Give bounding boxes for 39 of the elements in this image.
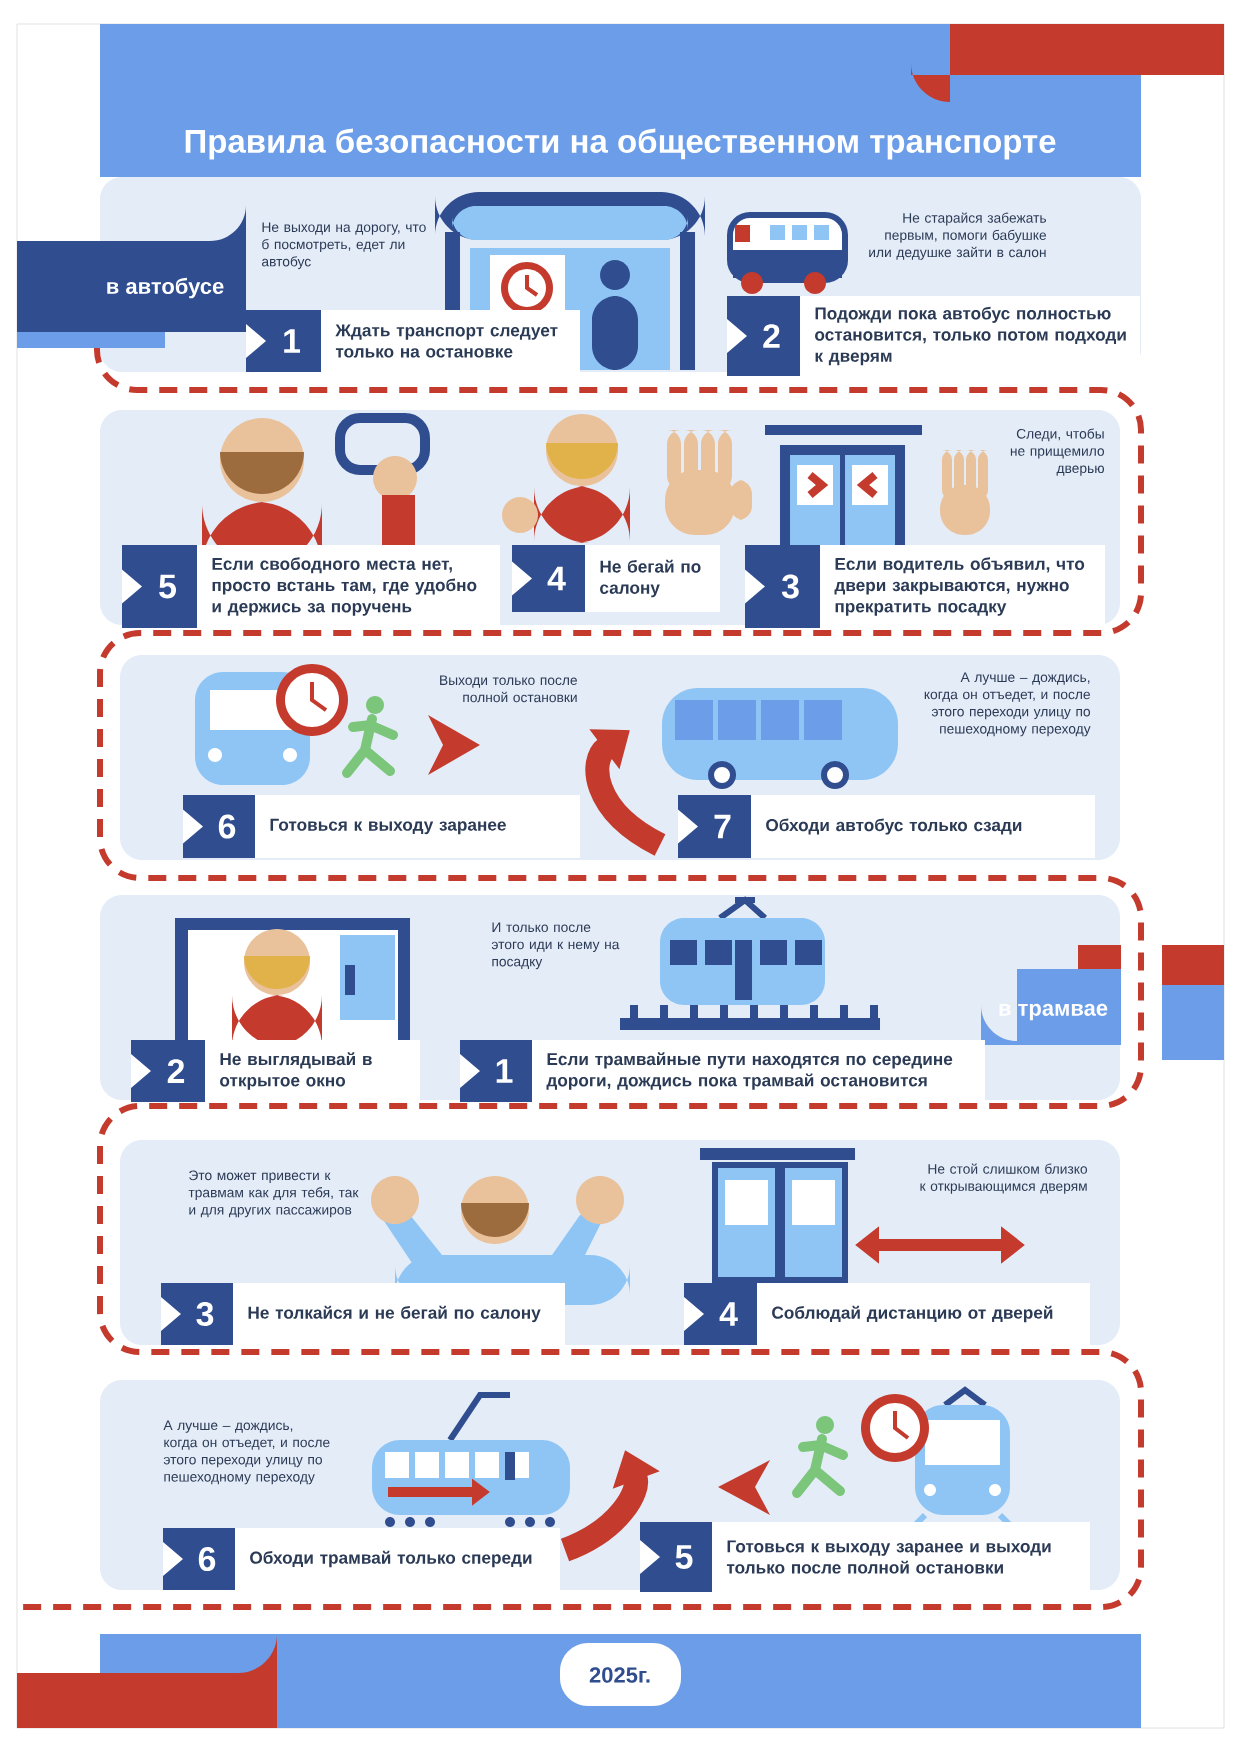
node-label: 4 — [719, 1302, 738, 1326]
node-label: 5 — [675, 1545, 693, 1569]
step-box: 6 Обходи трамвай только спереди — [163, 1528, 560, 1590]
step-box: 5 Если свободного места нет, просто встань там, где удобно и держись за поручень — [122, 545, 500, 628]
node-label: Готовься к выходу заранее и выходи только после полной остановки — [726, 1540, 1051, 1574]
note-text: Не старайся забежать первым, помоги бабушке или дедушке зайти в салон — [869, 212, 1047, 260]
node-label: Ждать транспорт следует только на остановке — [335, 324, 558, 358]
node-label: Обходи автобус только сзади — [766, 818, 1022, 835]
note-text: Не выходи на дорогу, что б посмотреть, едет ли автобус — [262, 222, 426, 270]
step-box: 5 Готовься к выходу заранее и выходи только после полной остановки — [640, 1522, 1090, 1592]
note-text: Это может привести к травмам как для тебя, так и для других пассажиров — [188, 1170, 359, 1218]
step-box: 3 Если водитель объявил, что двери закрываются, нужно прекратить посадку — [745, 545, 1105, 628]
node-label: Обходи трамвай только спереди — [250, 1550, 532, 1568]
node-label: Соблюдай дистанцию от дверей — [772, 1305, 1053, 1323]
note-text: Не стой слишком близко к открывающимся дверям — [920, 1163, 1088, 1194]
step-box: 4 Не бегай по салону — [512, 545, 720, 612]
step-box: 6 Готовься к выходу заранее — [183, 795, 580, 858]
note-text: А лучше – дождись, когда он отъедет, и после этого переходи улицу по пешеходному переходу — [924, 672, 1091, 737]
note-text: Следи, чтобы не прищемило дверью — [1010, 428, 1105, 476]
node-label: 6 — [198, 1546, 216, 1572]
step-box: 2 Подожди пока автобус полностью остановится, только потом подходи к дверям — [727, 296, 1140, 376]
node-label: 3 — [196, 1301, 214, 1327]
node-label: 6 — [218, 814, 236, 839]
node-label: Подожди пока автобус полностью остановится, только потом подходи к дверям — [815, 306, 1126, 366]
step-box: 3 Не толкайся и не бегай по салону — [161, 1283, 565, 1345]
node-label: Готовься к выходу заранее — [270, 818, 506, 835]
step-box: 7 Обходи автобус только сзади — [678, 795, 1095, 858]
step-box: 4 Соблюдай дистанцию от дверей — [684, 1283, 1090, 1345]
node-label: 1 — [284, 329, 301, 353]
note-text: Выходи только после полной остановки — [440, 675, 577, 703]
step-box: 2 Не выглядывай в открытое окно — [131, 1040, 420, 1102]
note-text: А лучше – дождись, когда он отъедет, и после этого переходи улицу по пешеходному переходу — [163, 1420, 330, 1485]
step-box: 1 Если трамвайные пути находятся по середине дороги, дождись пока трамвай остановится — [460, 1040, 985, 1102]
node-label: 7 — [714, 814, 731, 839]
node-label: 2 — [763, 324, 780, 348]
title-text: Правила безопасности на общественном транспорте — [185, 128, 1056, 160]
section-tab: в автобусе — [17, 205, 246, 348]
node-label: Не толкайся и не бегай по салону — [248, 1305, 541, 1323]
note-text: И только после этого иди к нему на посадку — [491, 922, 620, 970]
